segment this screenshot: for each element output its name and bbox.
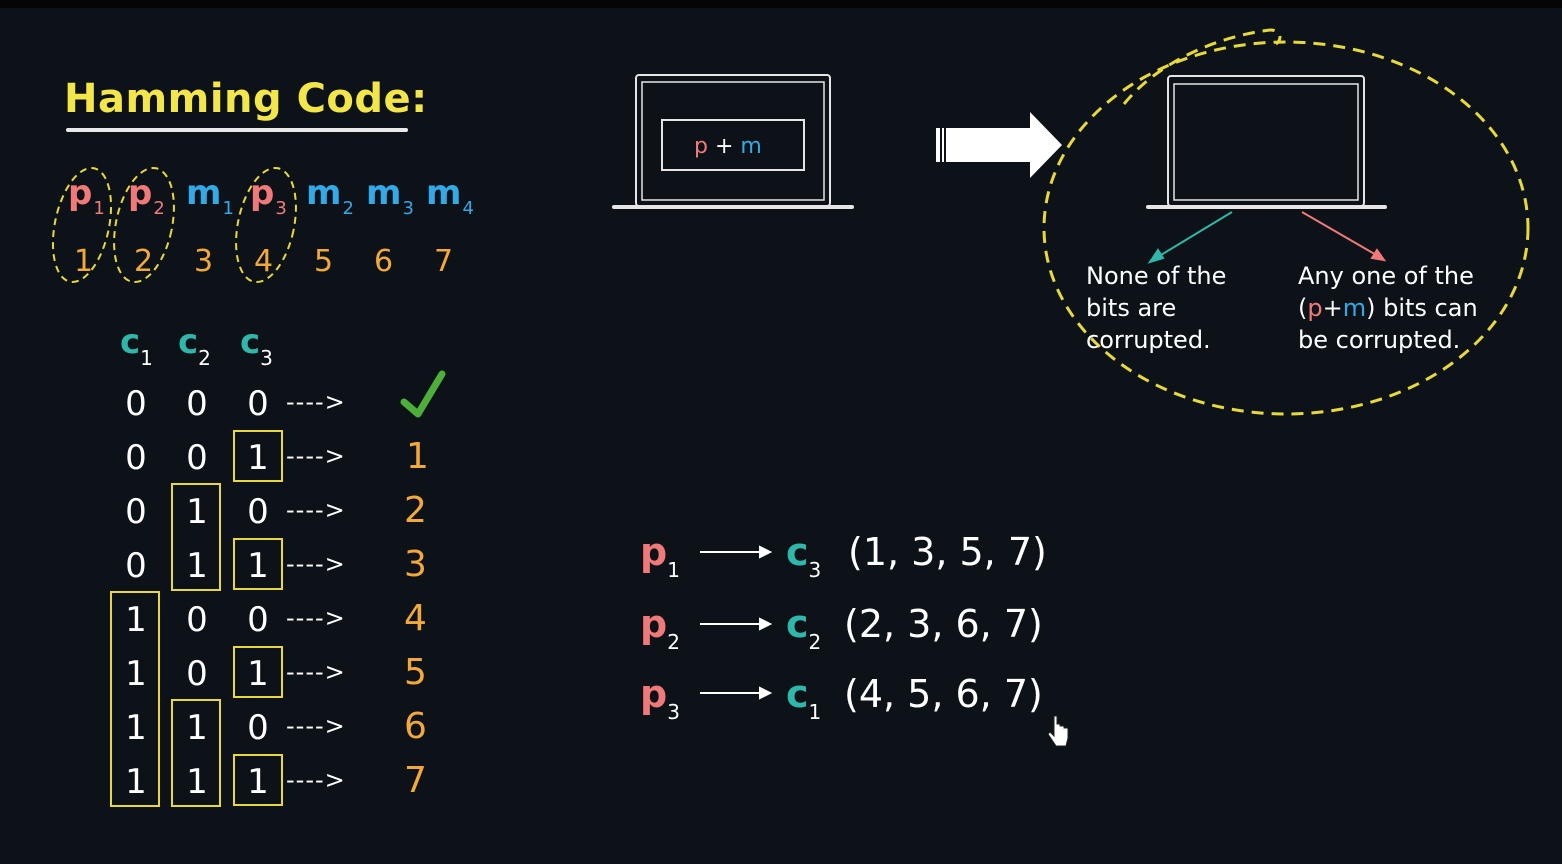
table-cell: 0 <box>125 546 147 586</box>
laptop-screen-label: p + m <box>694 134 762 159</box>
box-c2-ones-b <box>171 699 221 807</box>
table-cell: 0 <box>125 438 147 478</box>
bit-p1: p1 <box>68 173 105 219</box>
table-cell: 0 <box>247 708 269 748</box>
corruption-ellipse <box>1042 28 1530 416</box>
table-cell: 0 <box>247 492 269 532</box>
title-underline <box>66 128 408 132</box>
box-c2-ones-a <box>171 483 221 591</box>
parity-ellipse-p2 <box>113 166 175 284</box>
table-cell: 1 <box>186 762 208 802</box>
note-no-corruption: None of the bits are corrupted. <box>1086 262 1227 354</box>
table-cell: 0 <box>247 600 269 640</box>
table-cell: 0 <box>125 492 147 532</box>
mapping-arrows <box>700 545 773 700</box>
mapping-c1: c1 <box>786 672 822 724</box>
check-header-c1: c1 <box>120 322 153 370</box>
table-cell: 1 <box>125 762 147 802</box>
mapping-p2: p2 <box>640 602 680 654</box>
row-result: 5 <box>404 652 427 693</box>
mapping-c2: c2 <box>786 602 822 654</box>
table-cell: 1 <box>125 654 147 694</box>
box-c3-one-b <box>233 538 283 590</box>
box-c1-ones <box>110 591 160 807</box>
mapping-p3: p3 <box>640 672 680 724</box>
mapping-c3: c3 <box>786 530 822 582</box>
table-cell: 0 <box>186 384 208 424</box>
table-arrow: ----> <box>286 442 346 470</box>
parity-ellipse-p3 <box>235 166 297 284</box>
branch-arrow-left <box>1147 211 1233 264</box>
table-highlight-boxes <box>110 430 283 807</box>
position-4: 4 <box>254 244 274 279</box>
row-result: 6 <box>404 706 427 747</box>
table-cell: 1 <box>247 438 269 478</box>
branch-arrow-right <box>1301 211 1387 262</box>
box-c3-one-d <box>233 754 283 806</box>
mapping-p1: p1 <box>640 530 680 582</box>
table-cell: 1 <box>186 492 208 532</box>
position-1: 1 <box>74 244 94 279</box>
check-header-c3: c3 <box>240 322 273 370</box>
laptop-icon-received <box>1146 75 1387 209</box>
note-one-bit-corrupted: Any one of the (p+m) bits can be corrupt… <box>1298 262 1478 354</box>
row-result: 7 <box>404 760 427 801</box>
table-cell: 1 <box>247 654 269 694</box>
bit-m2: m2 <box>306 173 354 219</box>
position-7: 7 <box>434 244 454 279</box>
table-cell: 1 <box>186 546 208 586</box>
parity-highlight-ellipses <box>51 166 297 284</box>
parity-ellipse-p1 <box>51 166 113 284</box>
table-arrow: ----> <box>286 766 346 794</box>
table-arrow: ----> <box>286 388 346 416</box>
table-arrow: ----> <box>286 712 346 740</box>
table-arrow: ----> <box>286 496 346 524</box>
position-2: 2 <box>134 244 154 279</box>
position-5: 5 <box>314 244 334 279</box>
table-cell: 0 <box>247 384 269 424</box>
table-cell: 1 <box>125 600 147 640</box>
mapping-positions-p1: (1, 3, 5, 7) <box>848 530 1047 574</box>
table-cell: 0 <box>186 654 208 694</box>
table-cell: 1 <box>186 708 208 748</box>
position-3: 3 <box>194 244 214 279</box>
box-c3-one-c <box>233 646 283 698</box>
row-result: 4 <box>404 598 427 639</box>
table-cell: 1 <box>247 546 269 586</box>
table-arrow: ----> <box>286 658 346 686</box>
bit-p2: p2 <box>128 173 165 219</box>
check-icon <box>400 370 446 418</box>
table-cell: 1 <box>247 762 269 802</box>
row-result: 2 <box>404 490 427 531</box>
position-6: 6 <box>374 244 394 279</box>
table-cell: 0 <box>186 438 208 478</box>
hand-cursor-icon <box>1047 715 1069 747</box>
row-result: 1 <box>406 436 429 477</box>
right-arrow-icon <box>936 112 1062 178</box>
table-cell: 1 <box>125 708 147 748</box>
bit-p3: p3 <box>250 173 287 219</box>
top-bar <box>0 0 1562 8</box>
bit-m4: m4 <box>426 173 474 219</box>
table-arrow: ----> <box>286 550 346 578</box>
table-cell: 0 <box>186 600 208 640</box>
row-result: 3 <box>404 544 427 585</box>
page-title: Hamming Code: <box>64 76 428 122</box>
bit-m3: m3 <box>366 173 414 219</box>
bit-m1: m1 <box>186 173 234 219</box>
laptop-icon <box>612 74 854 209</box>
mapping-positions-p2: (2, 3, 6, 7) <box>844 602 1043 646</box>
check-header-c2: c2 <box>178 322 211 370</box>
mapping-positions-p3: (4, 5, 6, 7) <box>844 672 1043 716</box>
box-c3-one-a <box>233 430 283 482</box>
table-cell: 0 <box>125 384 147 424</box>
table-arrow: ----> <box>286 604 346 632</box>
